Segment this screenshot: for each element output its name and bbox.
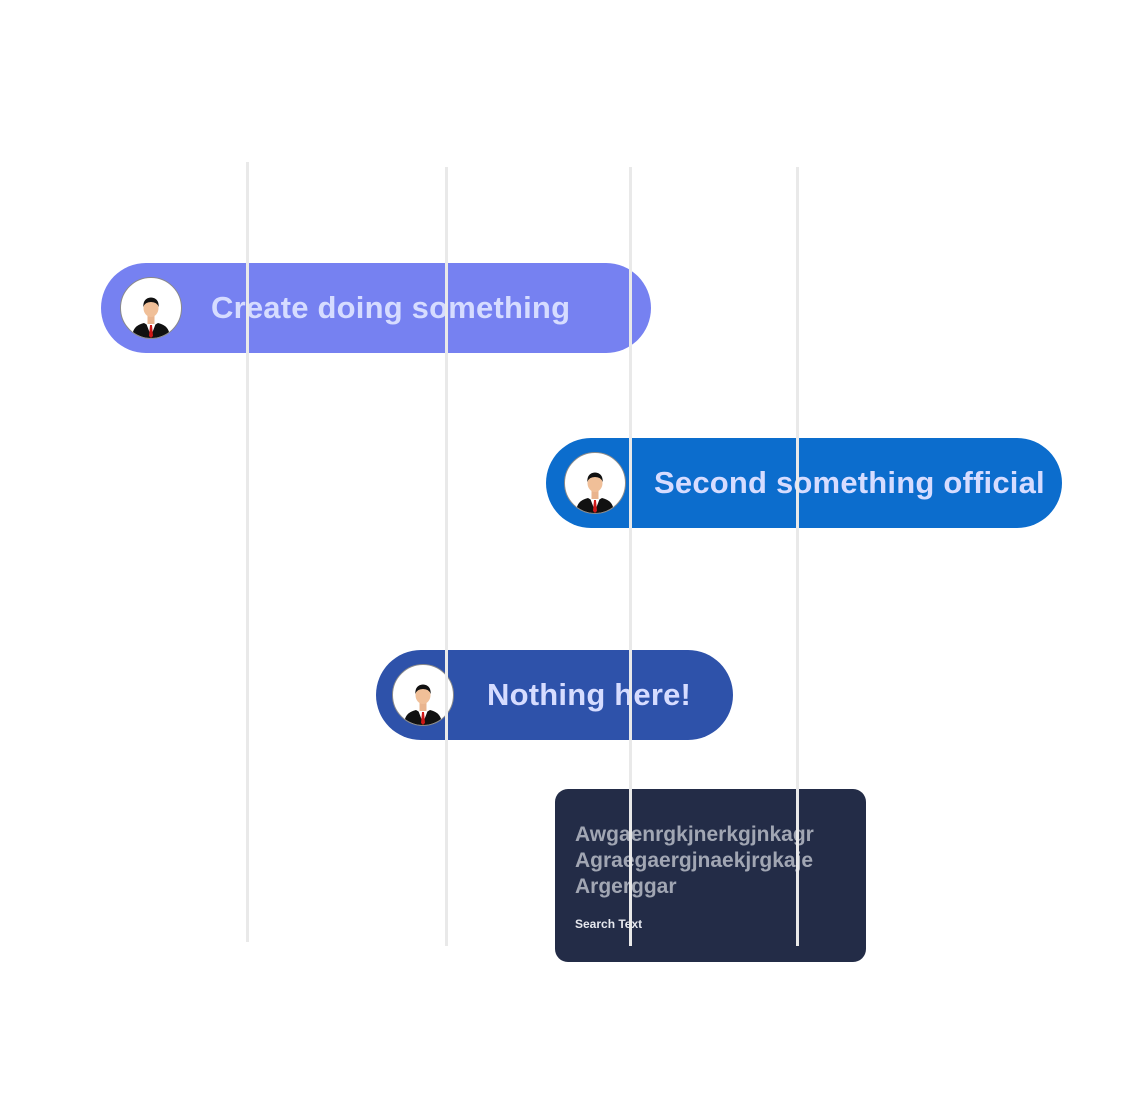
card-line: Awgaenrgkjnerkgjnkagr <box>575 823 814 846</box>
event-label: Second something official <box>654 465 1045 500</box>
event-pill[interactable]: Create doing something <box>101 263 651 353</box>
event-pill[interactable]: Nothing here! <box>376 650 733 740</box>
card-body: Awgaenrgkjnerkgjnkagr Agraegaergjnaekjrg… <box>575 822 846 900</box>
grid-line <box>246 162 249 942</box>
grid-line <box>445 167 448 946</box>
person-avatar-icon <box>392 664 454 726</box>
event-pill[interactable]: Second something official <box>546 438 1062 528</box>
grid-line <box>796 167 799 946</box>
person-avatar-icon <box>120 277 182 339</box>
card-line: Argerggar <box>575 875 677 898</box>
event-label: Nothing here! <box>487 677 692 712</box>
person-avatar-icon <box>564 452 626 514</box>
grid-line <box>629 167 632 946</box>
card-caption: Search Text <box>575 917 643 931</box>
event-label: Create doing something <box>211 290 571 325</box>
card-line: Agraegaergjnaekjrgkaje <box>575 849 814 872</box>
text-card[interactable]: Awgaenrgkjnerkgjnkagr Agraegaergjnaekjrg… <box>555 789 866 962</box>
